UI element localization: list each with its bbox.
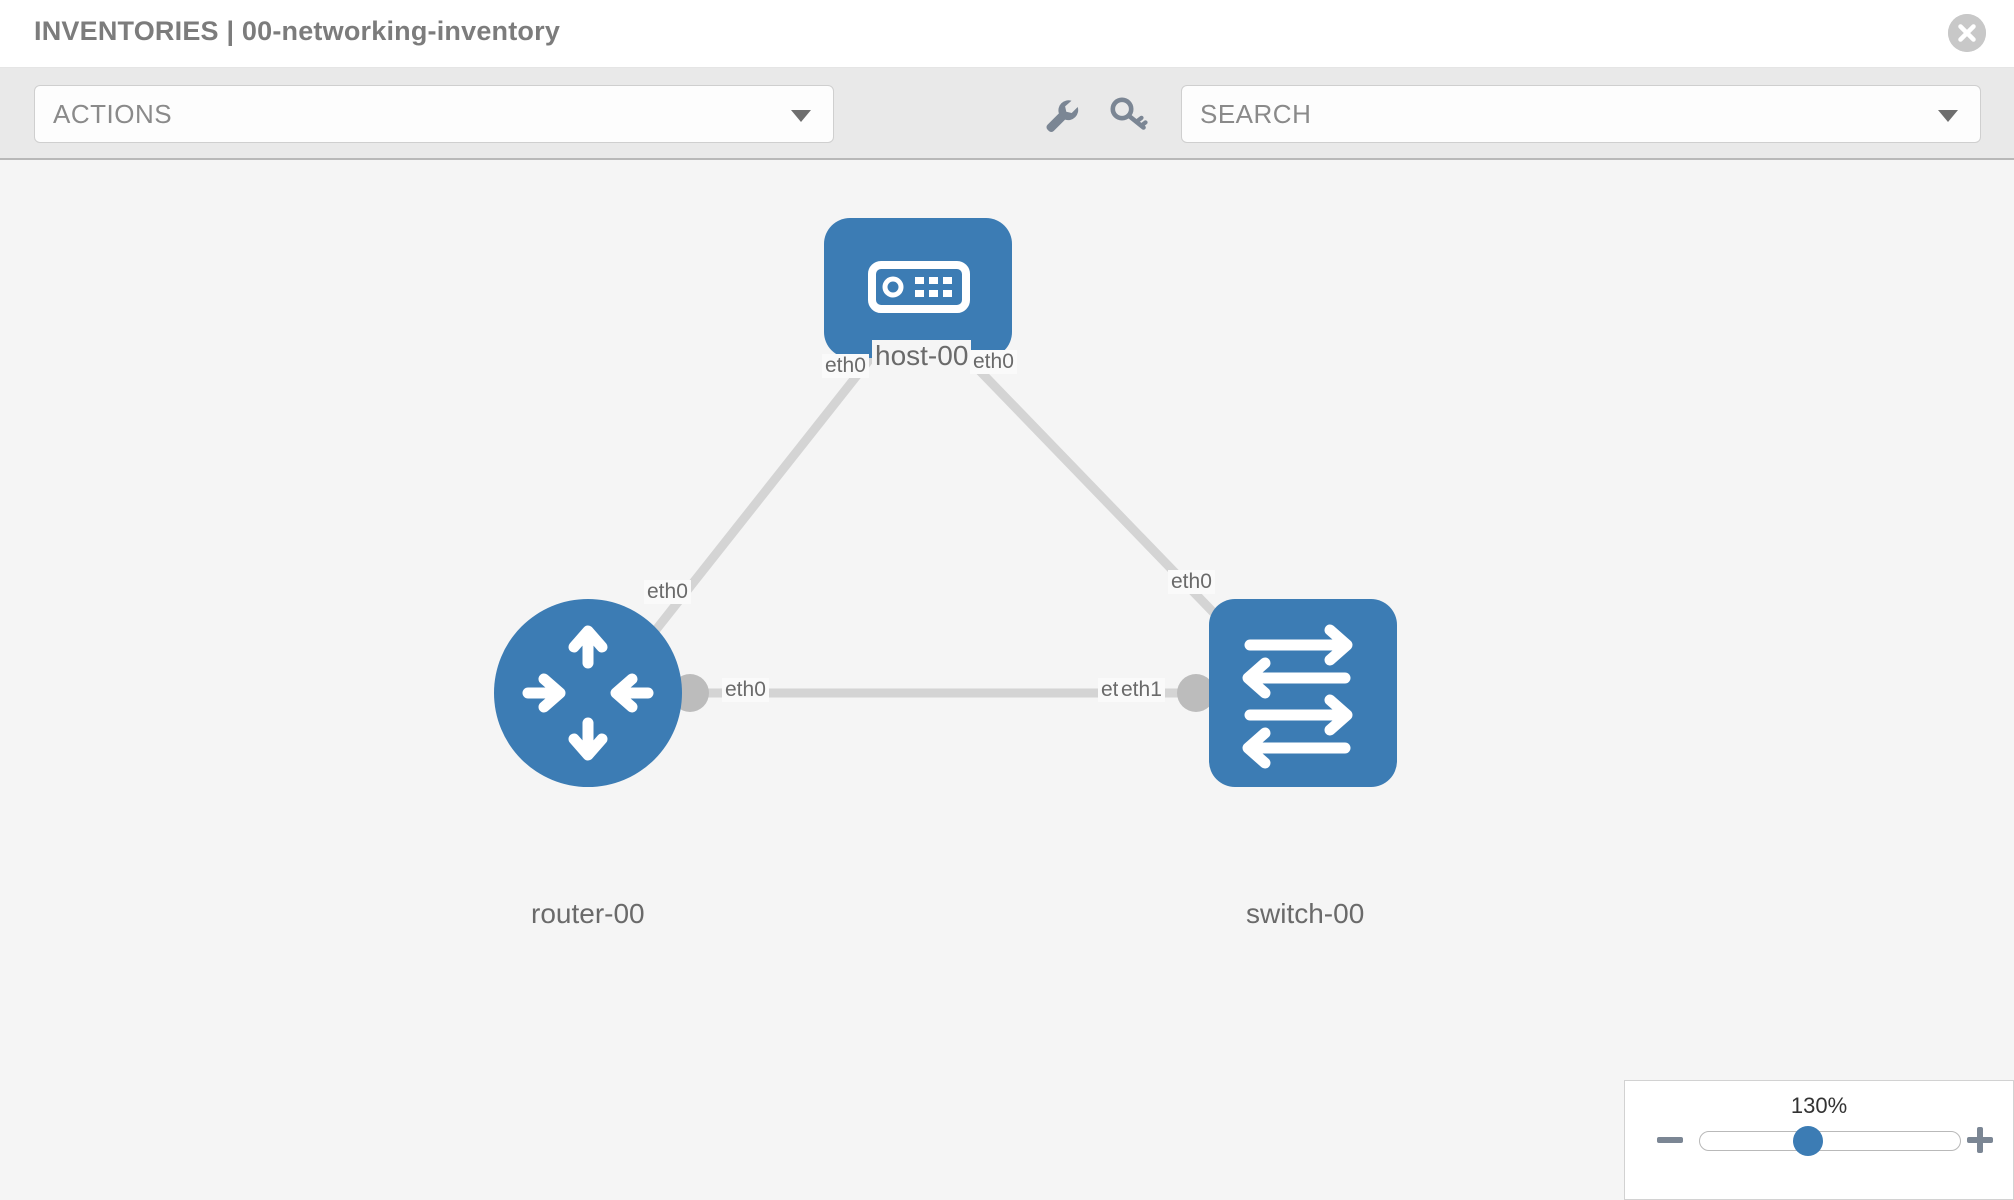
link-host00-switch00[interactable] (946, 336, 1244, 644)
iface-label-host00-eth0-left: eth0 (822, 354, 869, 378)
iface-label-router00-eth0: eth0 (722, 678, 769, 702)
chevron-down-icon (791, 110, 811, 122)
actions-dropdown[interactable]: ACTIONS (34, 85, 834, 143)
node-host-00[interactable] (824, 218, 1012, 358)
chevron-down-icon (1938, 110, 1958, 122)
server-icon (868, 261, 970, 313)
node-router-00[interactable] (494, 599, 682, 787)
iface-label-switch00-eth1: eth1 (1118, 678, 1165, 702)
switch-arrows-icon (1242, 624, 1353, 769)
toolbar: ACTIONS SEARCH (0, 68, 2014, 160)
zoom-level-value: 130% (1790, 1093, 1848, 1118)
interface-connectors (671, 315, 1250, 712)
node-label-router-00: router-00 (528, 898, 648, 930)
search-placeholder: SEARCH (1200, 99, 1312, 129)
node-label-switch-00: switch-00 (1243, 898, 1368, 930)
search-input[interactable]: SEARCH (1181, 85, 1981, 143)
node-switch-00[interactable] (1209, 599, 1397, 787)
close-icon[interactable] (1948, 14, 1986, 52)
iface-label-router00-eth0-uplink: eth0 (644, 580, 691, 604)
router-arrows-icon (522, 625, 654, 761)
topology-canvas[interactable]: host-00 router-00 switch-00 eth0 eth0 et… (0, 160, 2014, 1200)
topology-graph (494, 218, 1397, 787)
zoom-out-button[interactable] (1655, 1125, 1685, 1155)
key-icon[interactable] (1108, 94, 1150, 136)
actions-dropdown-label: ACTIONS (53, 99, 173, 129)
iface-label-switch00-eth0-uplink: eth0 (1168, 570, 1215, 594)
node-label-host-00: host-00 (872, 340, 972, 372)
zoom-slider-thumb[interactable] (1793, 1126, 1823, 1156)
zoom-in-button[interactable] (1965, 1125, 1995, 1155)
page-title: INVENTORIES | 00-networking-inventory (34, 16, 561, 46)
zoom-slider-track[interactable] (1699, 1131, 1961, 1151)
wrench-icon[interactable] (1040, 94, 1082, 136)
zoom-control-panel: 130% (1624, 1080, 2014, 1200)
page-header: INVENTORIES | 00-networking-inventory (0, 0, 2014, 68)
iface-label-host00-eth0-right: eth0 (970, 350, 1017, 374)
